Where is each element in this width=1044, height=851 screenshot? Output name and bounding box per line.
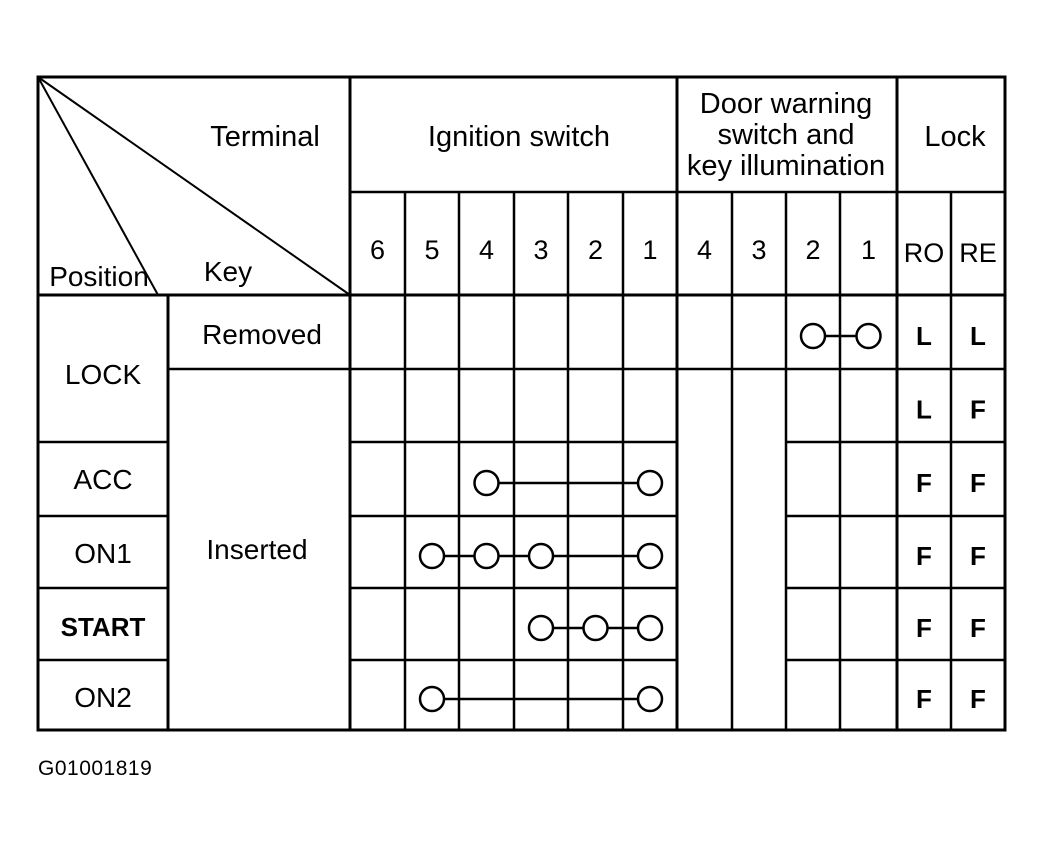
ignition-terminal-point: [473, 469, 500, 497]
door-terminal-label: 1: [861, 235, 876, 265]
ignition-terminal-point: [418, 542, 446, 570]
lock-label: Lock: [924, 121, 986, 153]
lock-value-ro: L: [916, 395, 932, 425]
lock-value-ro: F: [916, 541, 932, 571]
lock-value-re: F: [970, 468, 986, 498]
ignition-terminal-label: 2: [588, 235, 603, 265]
ignition-switch-label: Ignition switch: [428, 121, 610, 153]
diagonal-line: [37, 76, 351, 296]
ignition-terminal-point: [636, 685, 664, 713]
ignition-terminal-label: 5: [424, 235, 439, 265]
key-inserted: Inserted: [206, 534, 307, 565]
table-frame: [36, 75, 1007, 732]
ignition-terminal-point: [527, 542, 555, 570]
door-terminal-label: 4: [697, 235, 712, 265]
ignition-terminal-point: [473, 542, 500, 570]
key-removed: Removed: [202, 319, 322, 350]
lock-value-re: F: [970, 541, 986, 571]
lock-value-re: F: [970, 395, 986, 425]
diagonal-line: [37, 76, 159, 296]
door-warning-label: switch and: [717, 119, 854, 151]
door-terminal-label: 2: [805, 235, 820, 265]
lock-value-ro: L: [916, 321, 932, 351]
door-warning-label: key illumination: [687, 150, 885, 182]
position-acc: ACC: [73, 464, 132, 495]
lock-terminal-label: RE: [959, 238, 997, 268]
door-terminal-point: [855, 322, 882, 350]
ignition-terminal-label: 6: [370, 235, 385, 265]
ignition-terminal-point: [636, 614, 664, 642]
position-start: START: [61, 612, 146, 642]
lock-terminal-label: RO: [904, 238, 945, 268]
lock-value-ro: F: [916, 468, 932, 498]
position-on1: ON1: [74, 538, 132, 569]
ignition-terminal-label: 3: [533, 235, 548, 265]
ignition-terminal-label: 4: [479, 235, 494, 265]
key-label: Key: [204, 256, 252, 287]
position-on2: ON2: [74, 682, 132, 713]
ignition-terminal-label: 1: [642, 235, 657, 265]
position-lock: LOCK: [65, 359, 142, 390]
ignition-terminal-point: [636, 469, 664, 497]
lock-value-ro: F: [916, 613, 932, 643]
ignition-terminal-point: [636, 542, 664, 570]
position-label: Position: [49, 261, 149, 292]
door-warning-label: Door warning: [700, 88, 872, 120]
door-terminal-label: 3: [751, 235, 766, 265]
table-grid: [36, 75, 1007, 732]
terminal-label: Terminal: [210, 121, 320, 153]
connection-marks: [418, 322, 882, 713]
lock-value-re: F: [970, 684, 986, 714]
ignition-terminal-point: [527, 614, 555, 642]
ignition-terminal-point: [418, 685, 446, 713]
lock-value-ro: F: [916, 684, 932, 714]
lock-value-re: L: [970, 321, 986, 351]
ignition-terminal-point: [582, 614, 609, 642]
door-terminal-point: [799, 322, 827, 350]
lock-value-re: F: [970, 613, 986, 643]
figure-id: G01001819: [38, 757, 153, 780]
